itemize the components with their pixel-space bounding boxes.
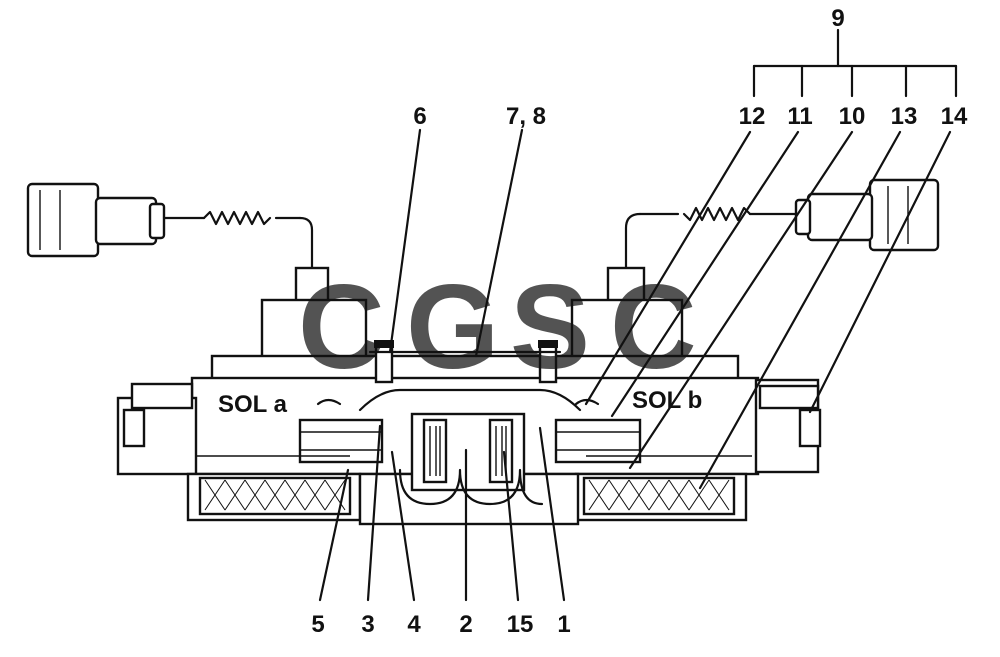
callout-2: 2 bbox=[459, 611, 472, 638]
callout-11: 11 bbox=[787, 103, 812, 130]
valve-body bbox=[116, 340, 822, 526]
watermark-letter-c2: C bbox=[610, 260, 697, 394]
callout-12: 12 bbox=[739, 103, 766, 130]
left-connector bbox=[26, 182, 166, 258]
callout-13: 13 bbox=[891, 103, 918, 130]
callout-5: 5 bbox=[311, 611, 324, 638]
right-connector bbox=[794, 178, 940, 252]
sol-b-label: SOL b bbox=[632, 387, 702, 414]
watermark-letter-c1: C bbox=[298, 260, 385, 394]
watermark: C G S C bbox=[298, 260, 697, 394]
callout-15: 15 bbox=[507, 611, 534, 638]
callout-7-8: 7, 8 bbox=[506, 103, 546, 130]
callout-10: 10 bbox=[839, 103, 866, 130]
right-wire bbox=[624, 206, 798, 272]
callout-6: 6 bbox=[413, 103, 426, 130]
callouts: 9 6 7, 8 12 11 10 13 14 5 3 4 2 15 1 bbox=[311, 5, 968, 638]
callout-14: 14 bbox=[941, 103, 968, 130]
sol-a-label: SOL a bbox=[218, 391, 288, 418]
left-wire bbox=[162, 210, 314, 272]
callout-1: 1 bbox=[557, 611, 570, 638]
watermark-letter-s: S bbox=[510, 260, 590, 394]
callout-3: 3 bbox=[361, 611, 374, 638]
callout-9: 9 bbox=[831, 5, 844, 32]
watermark-letter-g: G bbox=[406, 260, 499, 394]
leader-lines bbox=[318, 28, 958, 602]
callout-4: 4 bbox=[407, 611, 421, 638]
